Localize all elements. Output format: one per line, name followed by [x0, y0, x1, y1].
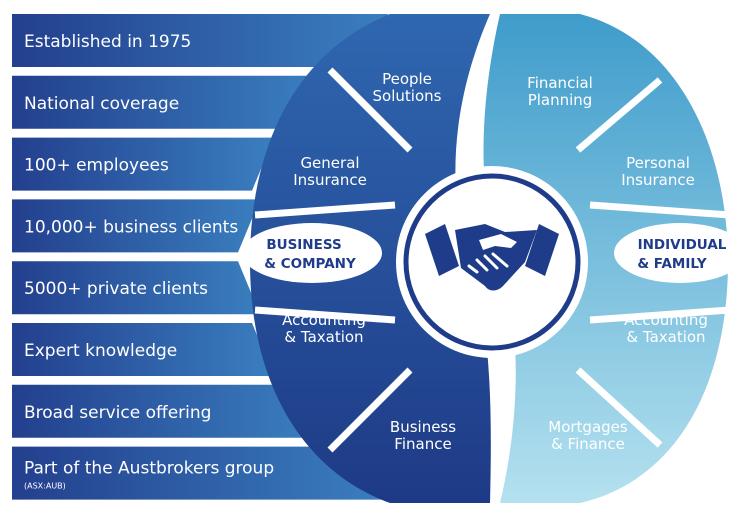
- feature-bar: [12, 199, 260, 253]
- feature-bar: [12, 75, 316, 129]
- individual-half: [483, 14, 728, 503]
- feature-label: 10,000+ business clients: [24, 217, 238, 237]
- individual-segment-line1: Accounting: [624, 311, 708, 329]
- feature-bar: [12, 261, 260, 315]
- separator-line: [575, 77, 663, 153]
- individual-segment-line2: Insurance: [621, 171, 695, 189]
- business-segment-line1: Accounting: [282, 311, 366, 329]
- individual-segment-line2: & Taxation: [626, 328, 705, 346]
- feature-bar: [12, 14, 388, 67]
- business-segment-line1: General: [300, 154, 359, 172]
- individual-segment-line1: Mortgages: [548, 418, 628, 436]
- separator-line: [254, 201, 396, 219]
- feature-label: National coverage: [24, 94, 179, 114]
- feature-sublabel: (ASX:AUB): [24, 482, 66, 491]
- feature-bar: [12, 384, 316, 438]
- business-segment-line2: Finance: [394, 435, 451, 453]
- individual-shape: [483, 14, 728, 503]
- feature-label: Established in 1975: [24, 32, 191, 52]
- individual-segment-line1: Personal: [626, 154, 690, 172]
- segment-labels: PeopleSolutionsGeneralInsuranceAccountin…: [282, 70, 708, 453]
- individual-title-line1: INDIVIDUAL: [638, 237, 727, 253]
- business-title-line1: BUSINESS: [266, 237, 341, 253]
- handshake-icon: [425, 224, 559, 291]
- business-segment-line2: Insurance: [293, 171, 367, 189]
- feature-bar: [12, 446, 388, 500]
- feature-label: Expert knowledge: [24, 341, 177, 361]
- individual-label-bg: [614, 223, 746, 283]
- individual-segment-line2: & Finance: [551, 435, 625, 453]
- business-segment-line1: Business: [390, 418, 456, 436]
- business-title-line2: & COMPANY: [264, 256, 356, 272]
- business-label-bg: [242, 223, 382, 283]
- individual-title-line2: & FAMILY: [637, 256, 707, 272]
- feature-bar: [12, 323, 274, 376]
- business-segment-line2: & Taxation: [284, 328, 363, 346]
- feature-label: Part of the Austbrokers group: [24, 459, 274, 479]
- segment-separators: [254, 67, 731, 453]
- business-segment-line2: Solutions: [373, 87, 442, 105]
- feature-label: 100+ employees: [24, 156, 169, 176]
- individual-segment-line1: Financial: [527, 74, 593, 92]
- feature-label: 5000+ private clients: [24, 279, 208, 299]
- separator-line: [327, 367, 413, 453]
- feature-bar: [12, 137, 274, 191]
- separator-line: [254, 306, 396, 324]
- individual-segment-line2: Planning: [528, 91, 593, 109]
- feature-label: Broad service offering: [24, 403, 211, 423]
- separator-line: [575, 367, 663, 448]
- separator-line: [589, 201, 731, 219]
- separator-line: [327, 67, 413, 153]
- separator-line: [589, 306, 731, 324]
- business-segment-line1: People: [382, 70, 432, 88]
